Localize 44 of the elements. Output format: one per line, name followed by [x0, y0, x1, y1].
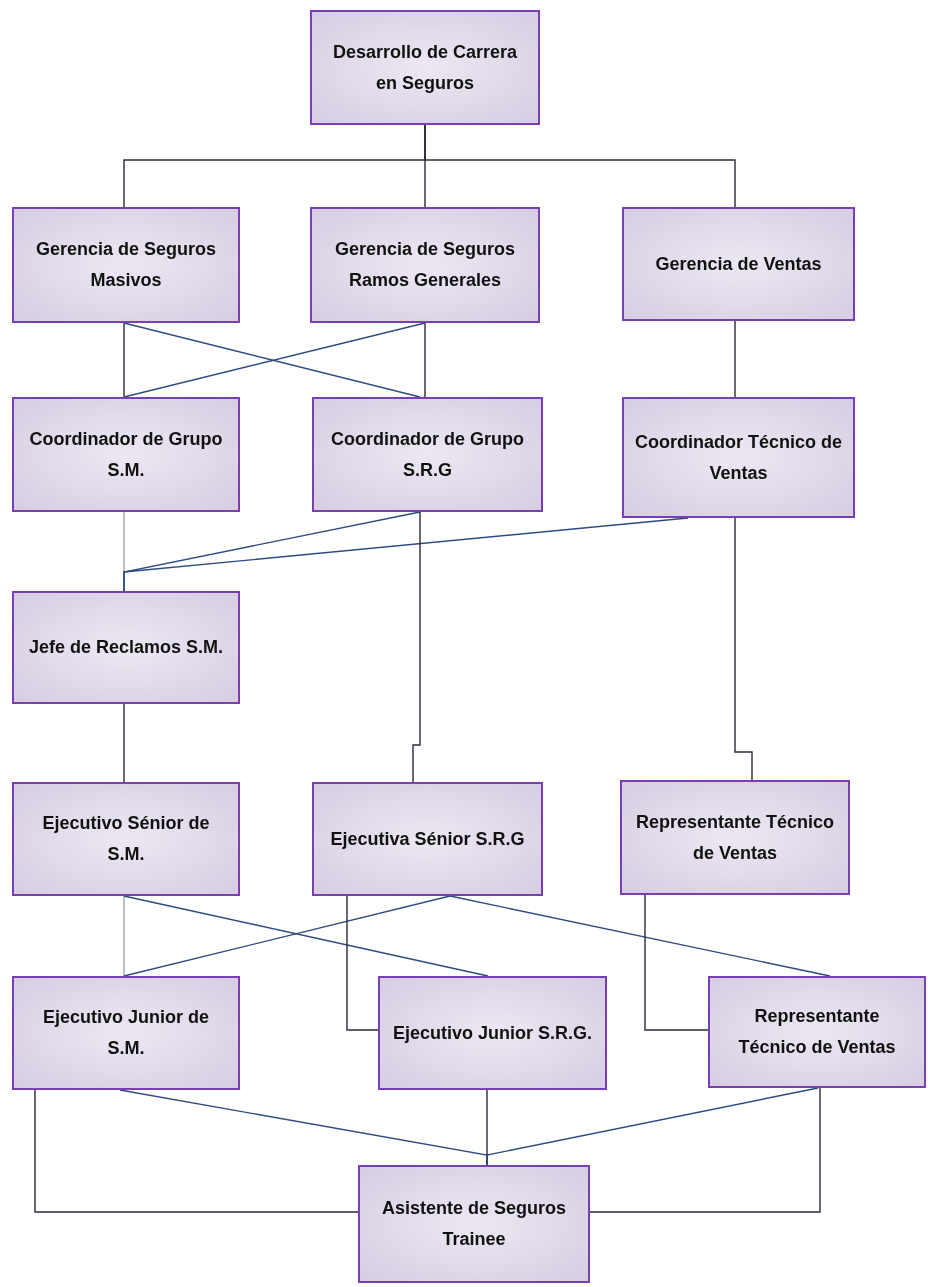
- org-box: [620, 780, 850, 895]
- org-box: [12, 782, 240, 896]
- org-box: [312, 397, 543, 512]
- org-box: [12, 976, 240, 1090]
- org-box: [12, 591, 240, 704]
- org-box: [310, 207, 540, 323]
- connector-line: [589, 1087, 821, 1213]
- org-box: [622, 397, 855, 518]
- org-box: [358, 1165, 590, 1283]
- box-label: Ejecutivo Junior S.R.G.: [392, 1021, 592, 1045]
- org-box: [12, 207, 240, 323]
- box-label: Coordinador de Grupo S.R.G: [330, 427, 525, 482]
- connector-line: [424, 322, 426, 398]
- box-label: Coordinador de Grupo S.M.: [28, 427, 224, 482]
- box-label: Representante Técnico de Ventas: [737, 1005, 897, 1059]
- connector-line: [123, 322, 125, 398]
- connector-line: [412, 511, 421, 783]
- box-label: Coordinador Técnico de Ventas: [634, 430, 843, 485]
- org-box: [708, 976, 926, 1088]
- org-box: [12, 397, 240, 512]
- box-label: Desarrollo de Carrera en Seguros: [331, 40, 519, 95]
- box-label: Gerencia de Ventas: [655, 252, 822, 276]
- connector-line: [734, 517, 753, 781]
- connector-line: [346, 895, 379, 1031]
- connector-line: [34, 1089, 359, 1213]
- connector-line: [734, 320, 736, 398]
- box-label: Representante Técnico de Ventas: [634, 810, 836, 865]
- box-label: Ejecutivo Junior de S.M.: [41, 1006, 210, 1060]
- connector-line: [449, 895, 831, 977]
- org-box: [378, 976, 607, 1090]
- connector-line: [123, 895, 125, 977]
- connector-line: [486, 1087, 819, 1166]
- box-label: Asistente de Seguros Trainee: [380, 1197, 568, 1251]
- org-box: [310, 10, 540, 125]
- box-label: Gerencia de Seguros Masivos: [34, 238, 218, 292]
- org-box: [622, 207, 855, 321]
- box-label: Gerencia de Seguros Ramos Generales: [333, 238, 517, 292]
- box-label: Jefe de Reclamos S.M.: [28, 636, 224, 660]
- box-label: Ejecutiva Sénior S.R.G: [330, 827, 525, 851]
- box-label: Ejecutivo Sénior de S.M.: [41, 812, 211, 866]
- connector-line: [424, 124, 736, 208]
- connector-line: [123, 703, 125, 783]
- org-box: [312, 782, 543, 896]
- connector-line: [644, 894, 709, 1031]
